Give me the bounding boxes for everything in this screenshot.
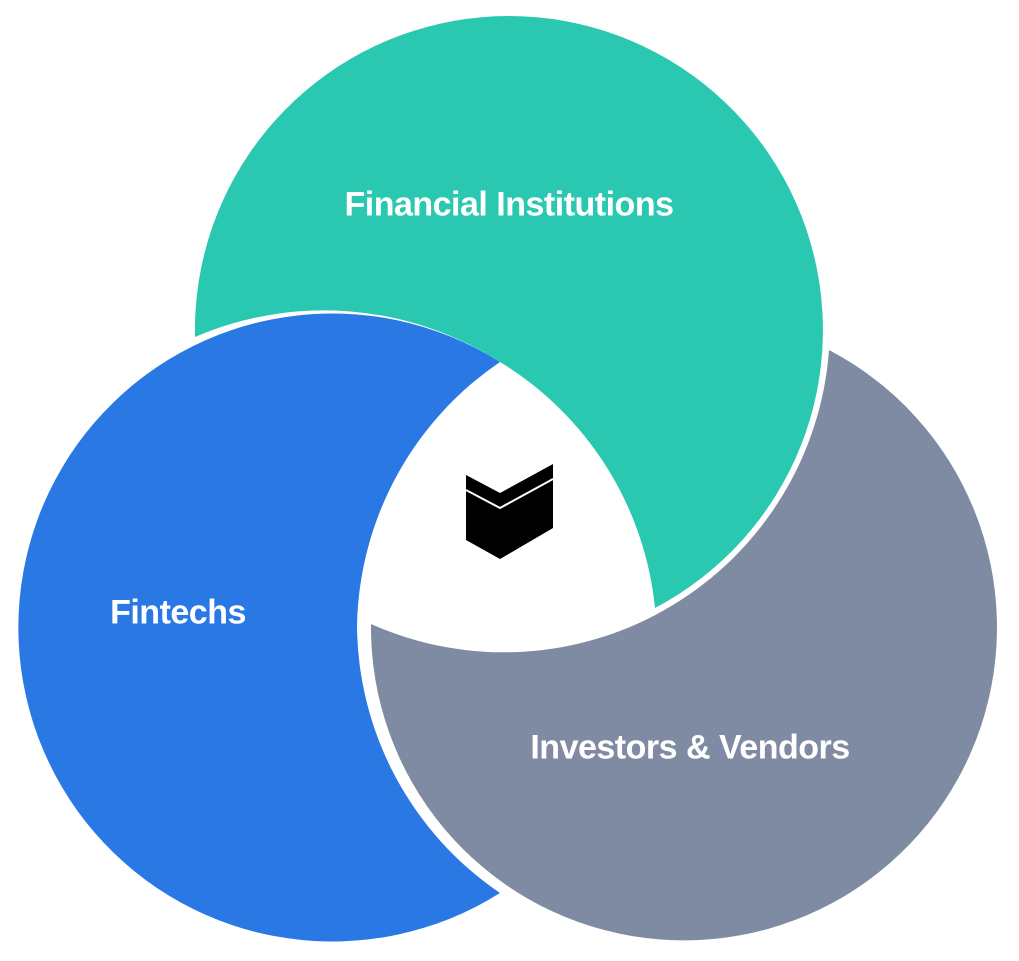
chevron-shield-logo-icon [466, 464, 554, 559]
label-financial-institutions: Financial Institutions [344, 185, 674, 224]
circle-fintechs [18, 313, 500, 942]
label-investors-vendors: Investors & Vendors [530, 728, 850, 767]
circle-financial-institutions [194, 16, 823, 608]
label-fintechs: Fintechs [110, 593, 246, 632]
circle-investors-vendors [370, 350, 997, 941]
